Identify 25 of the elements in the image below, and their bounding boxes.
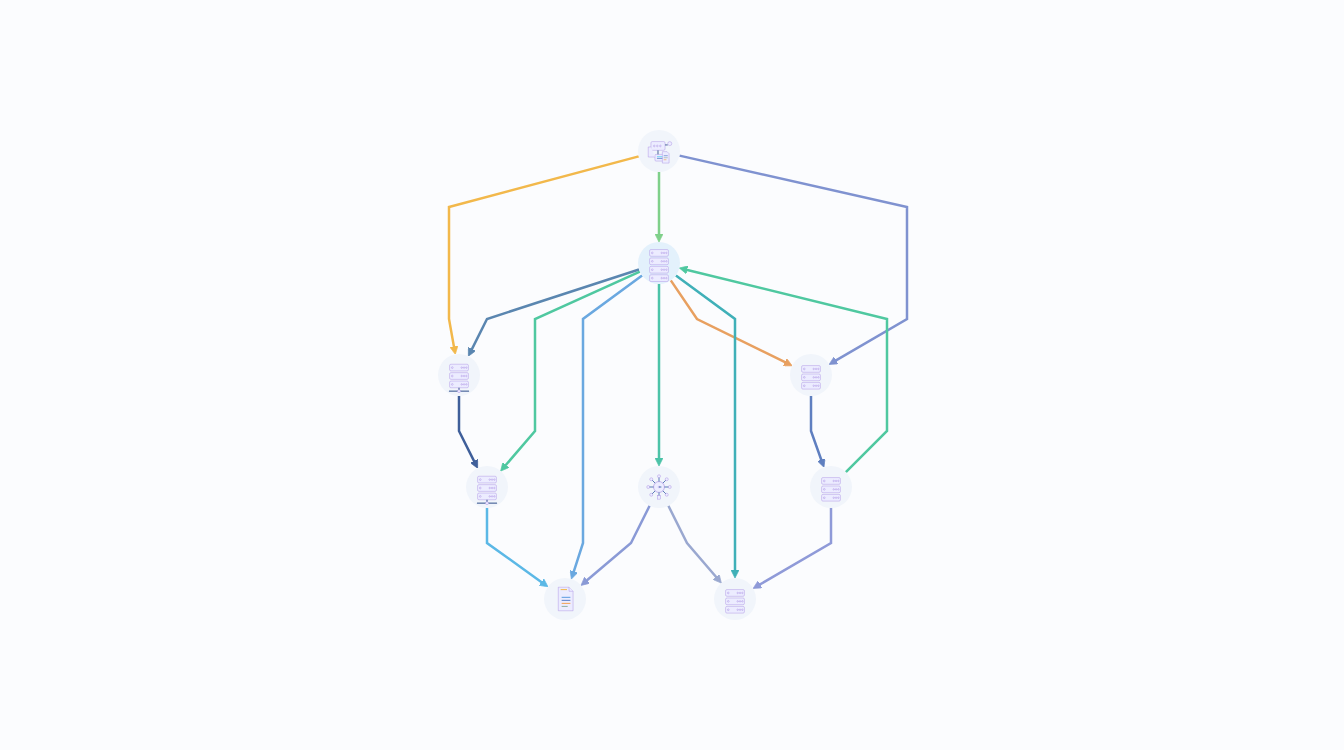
arrow — [447, 155, 639, 355]
server-icon — [809, 466, 852, 508]
arrow — [752, 508, 832, 589]
arrow — [467, 268, 639, 357]
flowchart-icon — [637, 130, 680, 172]
server-icon — [789, 354, 832, 396]
arrow — [569, 274, 643, 580]
arrow — [809, 396, 825, 468]
arrow — [580, 505, 651, 586]
server-icon — [713, 578, 756, 620]
arrow — [654, 172, 663, 243]
document-icon — [543, 578, 586, 620]
arrow — [669, 279, 793, 367]
arrow — [666, 505, 722, 584]
arrow — [678, 154, 908, 365]
arrow — [485, 508, 548, 588]
hub-icon — [637, 466, 680, 508]
arrow — [499, 270, 640, 472]
server-icon — [437, 354, 480, 396]
arrow — [674, 274, 739, 579]
arrow — [654, 284, 663, 467]
arrow — [678, 265, 888, 474]
server-icon — [465, 466, 508, 508]
arrow — [457, 396, 478, 469]
server-icon — [637, 242, 680, 284]
